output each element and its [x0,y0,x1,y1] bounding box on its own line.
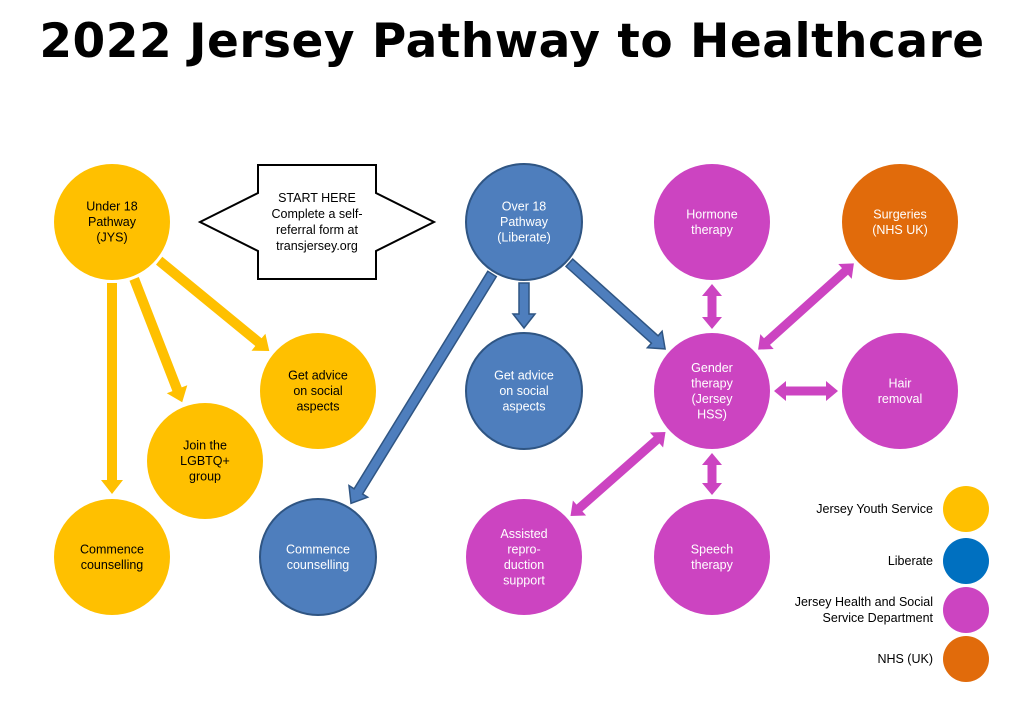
node-label-line: therapy [691,376,733,390]
arrow-gender-to-hormone [702,284,722,329]
legend-swatch [943,587,989,633]
node-circle [259,498,377,616]
node-label-line: Commence [80,542,144,556]
edges-layer [101,256,854,516]
legend-item: NHS (UK) [877,636,989,682]
node-lib-counselling: Commence counselling [259,498,377,616]
legend-label: Jersey Youth Service [816,502,933,516]
node-label-line: therapy [691,223,733,237]
node-circle [654,164,770,280]
arrow-gender-to-surgeries [758,263,854,350]
node-label-line: Hormone [686,207,737,221]
node-circle [465,332,583,450]
node-label-line: duction [504,558,544,572]
legend-label: Liberate [888,554,933,568]
node-circle [842,333,958,449]
node-circle [654,333,770,449]
node-label-line: (Liberate) [497,231,551,245]
legend-label: Jersey Health and Social [795,595,933,609]
node-label-line: Under 18 [86,200,137,214]
arrow-under18-to-jys_advice [156,256,270,351]
legend-item: Jersey Youth Service [816,486,989,532]
node-label-line: Commence [286,542,350,556]
start-box: START HERE Complete a self-referral form … [197,164,437,280]
arrow-gender-to-speech [702,453,722,495]
node-circle [654,499,770,615]
node-label-line: support [503,573,545,587]
node-circle [54,499,170,615]
arrow-under18-to-jys_counselling [101,283,123,494]
node-hormone: Hormone therapy [654,164,770,280]
node-label-line: Pathway [88,215,137,229]
node-label-line: counselling [81,558,144,572]
arrow-over18-to-gender [564,258,666,350]
node-label-line: (Jersey [692,392,734,406]
node-surgeries: Surgeries (NHS UK) [842,164,958,280]
node-label-line: therapy [691,558,733,572]
legend-item: Liberate [888,538,989,584]
node-label-line: LGBTQ+ [180,454,230,468]
node-hair: Hair removal [842,333,958,449]
node-circle [260,333,376,449]
node-label-line: repro- [507,542,540,556]
node-label-line: Hair [889,376,912,390]
arrow-over18-to-lib_counselling [348,270,498,505]
node-circle [465,163,583,281]
node-label-line: Surgeries [873,207,927,221]
node-label-line: Get advice [494,369,554,383]
node-label-line: on social [293,384,342,398]
node-circle [466,499,582,615]
node-label-line: aspects [502,400,545,414]
node-label-line: HSS) [697,407,727,421]
legend-swatch [943,538,989,584]
start-here-double-arrow [197,164,437,280]
legend-swatch [943,486,989,532]
node-circle [54,164,170,280]
node-label-line: (NHS UK) [872,223,928,237]
legend-swatch [943,636,989,682]
start-box-text-line: Complete a self- [271,207,362,221]
node-speech: Speech therapy [654,499,770,615]
node-label-line: removal [878,392,922,406]
arrow-over18-to-lib_advice [511,282,537,330]
arrow-gender-to-assisted [570,432,666,516]
node-label-line: aspects [296,400,339,414]
node-label-line: Over 18 [502,200,547,214]
node-circle [147,403,263,519]
node-jys-counselling: Commence counselling [54,499,170,615]
node-label-line: Get advice [288,369,348,383]
start-box-text-line: referral form at [276,223,358,237]
arrow-under18-to-jys_lgbtq [129,277,188,403]
node-label-line: Gender [691,361,733,375]
node-label-line: counselling [287,558,350,572]
legend-label: NHS (UK) [877,652,933,666]
node-circle [842,164,958,280]
arrow-gender-to-hair [774,381,838,401]
node-label-line: on social [499,384,548,398]
start-box-text-line: START HERE [278,191,356,205]
node-label-line: Pathway [500,215,549,229]
page-title: 2022 Jersey Pathway to Healthcare [39,14,985,69]
node-label-line: (JYS) [96,231,127,245]
legend-label: Service Department [823,611,934,625]
node-label-line: Speech [691,542,733,556]
node-label-line: Join the [183,439,227,453]
node-label-line: group [189,470,221,484]
node-label-line: Assisted [500,527,547,541]
start-box-text-line: transjersey.org [276,239,358,253]
